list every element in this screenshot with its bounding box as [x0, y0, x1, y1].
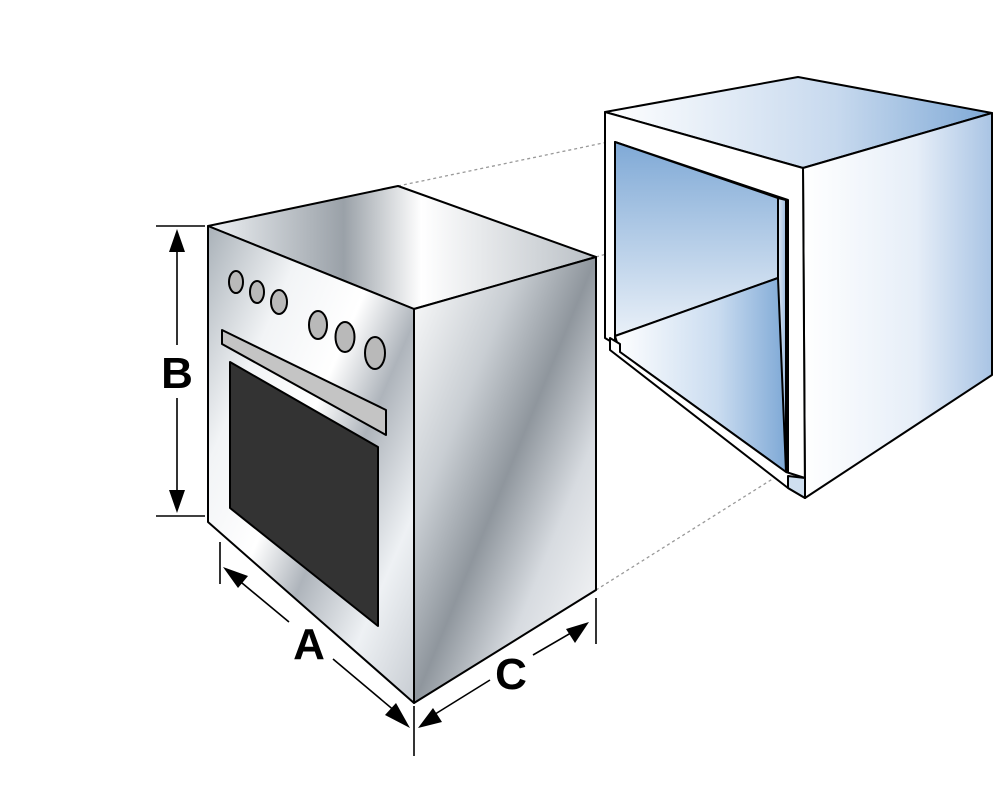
oven — [207, 185, 597, 704]
arrow-down-icon — [169, 490, 185, 513]
arrow-up-icon — [169, 229, 185, 252]
cabinet-niche — [604, 76, 993, 499]
arrow-down-right-icon — [385, 703, 410, 728]
dimension-label-width: A — [293, 620, 325, 669]
oven-door-handle — [221, 329, 387, 436]
knob-icon — [334, 321, 356, 353]
arrow-up-left-icon — [223, 567, 248, 588]
oven-side-panel — [413, 256, 597, 704]
arrow-down-left-icon — [418, 708, 442, 728]
cabinet-side-panel — [802, 112, 993, 499]
dimension-height — [156, 225, 205, 517]
cabinet-corner-foot — [787, 475, 806, 499]
dimension-line — [332, 658, 397, 713]
dimension-label-depth: C — [495, 650, 527, 699]
knob-icon — [308, 310, 328, 340]
dimension-line — [532, 629, 577, 656]
knob-icon — [249, 280, 265, 304]
knob-icon — [364, 336, 386, 370]
cabinet-front-frame — [604, 111, 806, 499]
dimension-width — [219, 542, 415, 756]
arrow-up-right-icon — [566, 622, 589, 643]
knob-icon — [228, 270, 244, 294]
dimension-line — [235, 577, 290, 623]
oven-window — [229, 361, 379, 627]
dimension-line — [431, 679, 491, 717]
dimension-depth — [431, 598, 597, 717]
dimension-label-height: B — [161, 349, 193, 398]
knob-icon — [270, 289, 288, 315]
